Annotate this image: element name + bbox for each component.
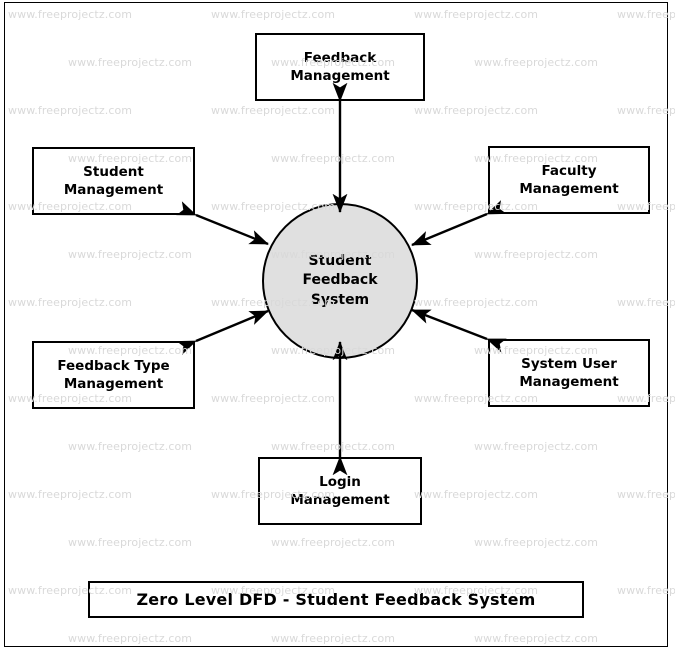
flow-student-management [176, 201, 269, 246]
entity-student-management[interactable]: Student Management [32, 147, 195, 215]
entity-feedback-type-management[interactable]: Feedback Type Management [32, 341, 195, 409]
diagram-caption-text: Zero Level DFD - Student Feedback System [136, 590, 536, 609]
process-student-feedback-system[interactable]: Student Feedback System [262, 203, 418, 359]
diagram-caption-box: Zero Level DFD - Student Feedback System [88, 581, 584, 618]
flow-faculty-management [411, 200, 507, 247]
process-label: Student Feedback System [302, 252, 378, 308]
entity-label: Feedback Management [290, 49, 390, 84]
entity-label: Feedback Type Management [57, 357, 170, 392]
entity-login-management[interactable]: Login Management [258, 457, 422, 525]
entity-label: System User Management [519, 355, 619, 390]
flow-feedback-type-management [176, 309, 269, 355]
entity-label: Student Management [63, 163, 164, 198]
entity-label: Faculty Management [519, 162, 619, 197]
entity-faculty-management[interactable]: Faculty Management [488, 146, 650, 214]
entity-label: Login Management [290, 473, 390, 508]
flow-system-user-management [411, 308, 507, 353]
entity-system-user-management[interactable]: System User Management [488, 339, 650, 407]
